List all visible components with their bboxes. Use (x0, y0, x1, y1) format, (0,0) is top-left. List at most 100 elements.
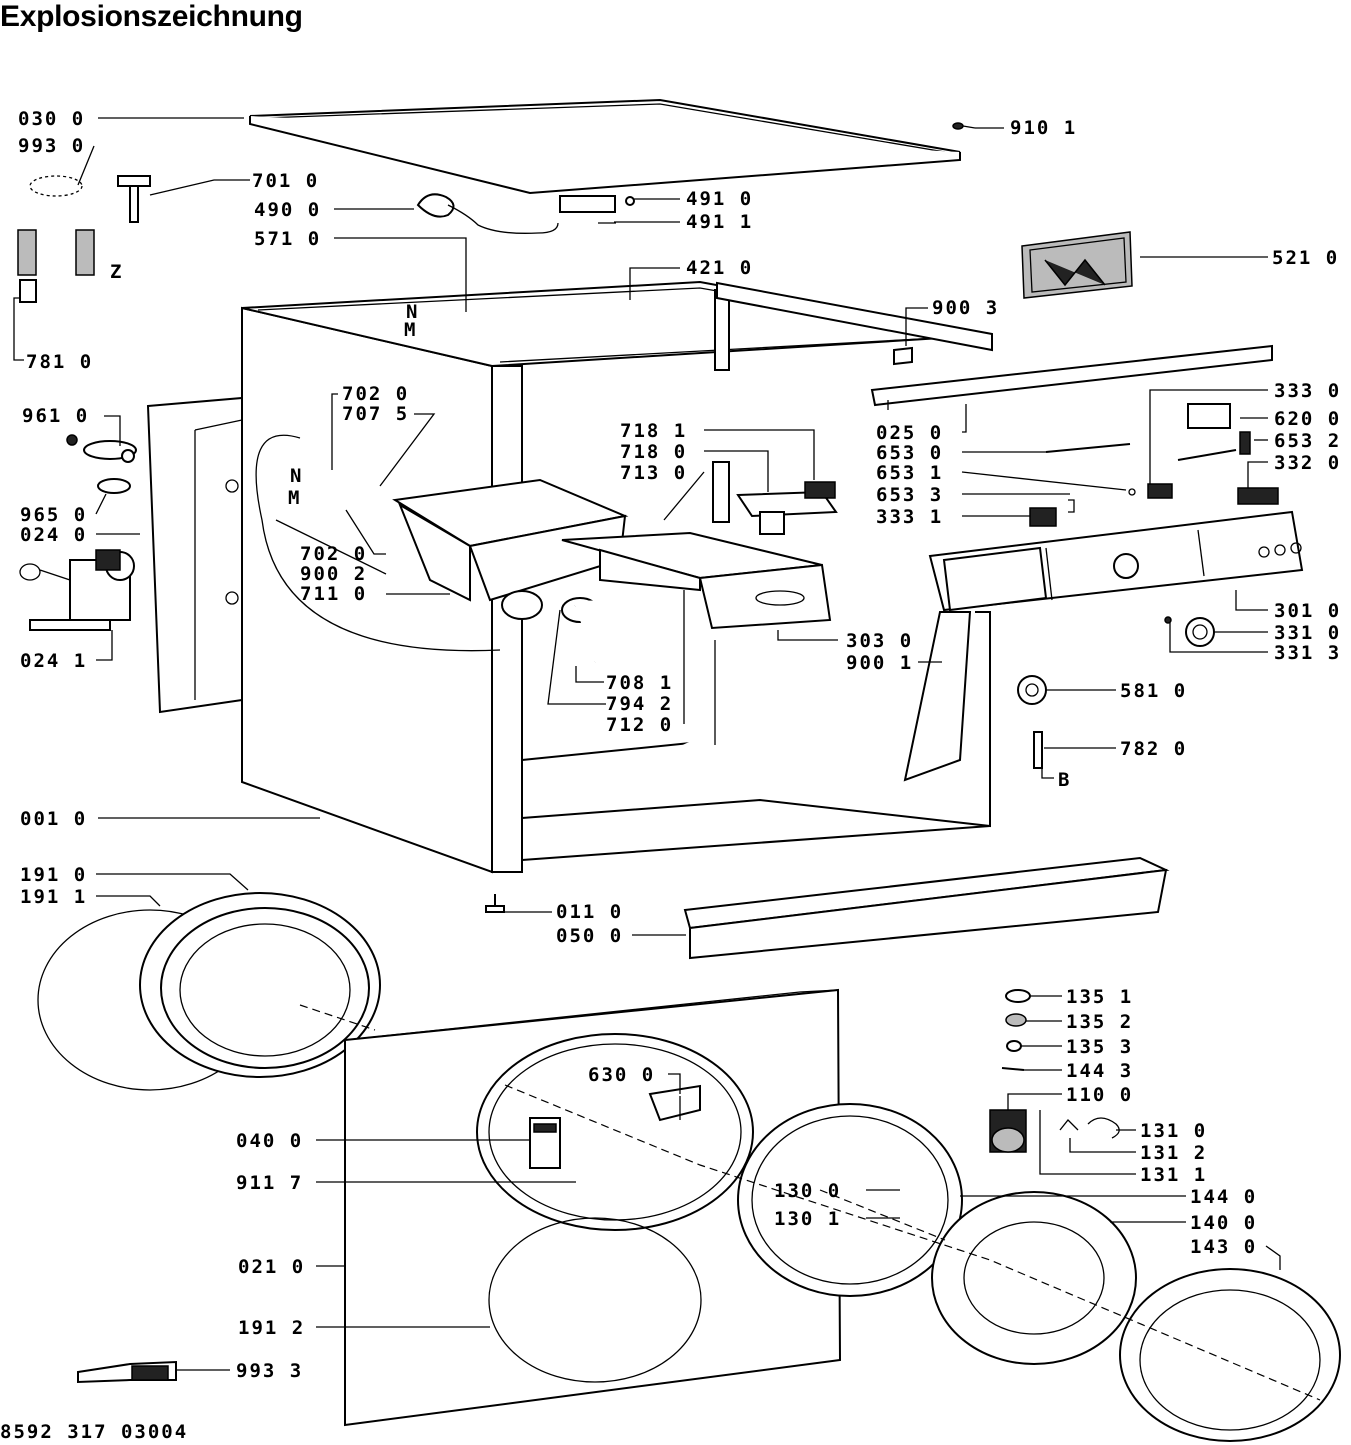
label-021-0: 021 0 (238, 1256, 305, 1278)
label-782-0: 782 0 (1120, 738, 1187, 760)
label-993-3: 993 3 (236, 1360, 303, 1382)
switch-part (1029, 499, 1075, 527)
label-630-0: 630 0 (588, 1064, 655, 1086)
label-491-1: 491 1 (686, 211, 753, 233)
marker-z: Z (110, 261, 123, 283)
label-050-0: 050 0 (556, 925, 623, 947)
label-961-0: 961 0 (22, 405, 89, 427)
door-frame-inner-part (737, 1103, 963, 1297)
door-glass-part (931, 1191, 1137, 1365)
label-143-0: 143 0 (1190, 1236, 1257, 1258)
selector-knob-part (1164, 616, 1215, 647)
adjustable-foot-part (485, 894, 505, 913)
label-708-1: 708 1 (606, 672, 673, 694)
marker-m-upper: M (404, 319, 417, 341)
rod-part (1033, 731, 1043, 769)
label-712-0: 712 0 (606, 714, 673, 736)
document-number: 8592 317 03004 (0, 1421, 188, 1443)
plinth-part (683, 856, 1170, 960)
label-653-1: 653 1 (876, 462, 943, 484)
label-011-0: 011 0 (556, 901, 623, 923)
control-panel-part (928, 510, 1304, 612)
label-030-0: 030 0 (18, 108, 85, 130)
control-board-part (1021, 231, 1133, 299)
door-seal-part (37, 892, 381, 1091)
label-131-0: 131 0 (1140, 1120, 1207, 1142)
label-713-0: 713 0 (620, 462, 687, 484)
label-024-0: 024 0 (20, 524, 87, 546)
drain-pump-part (19, 549, 135, 631)
wrench-part (77, 1360, 177, 1384)
label-135-2: 135 2 (1066, 1011, 1133, 1033)
button-part (1237, 487, 1279, 505)
label-331-0: 331 0 (1274, 622, 1341, 644)
label-040-0: 040 0 (236, 1130, 303, 1152)
label-135-3: 135 3 (1066, 1036, 1133, 1058)
label-900-1: 900 1 (846, 652, 913, 674)
pressure-switch-part (1017, 675, 1047, 705)
rear-panel-part (146, 396, 243, 714)
door-handle-part (989, 1109, 1027, 1153)
pump-seal-part (97, 478, 131, 494)
dispenser-hose-part (574, 600, 640, 665)
label-702-0-upper: 702 0 (342, 383, 409, 405)
cabinet-part (241, 280, 993, 874)
label-144-0: 144 0 (1190, 1186, 1257, 1208)
spring-part (1128, 483, 1173, 499)
label-025-0: 025 0 (876, 422, 943, 444)
label-701-0: 701 0 (252, 170, 319, 192)
marker-n-upper: N (406, 301, 419, 323)
label-332-0: 332 0 (1274, 452, 1341, 474)
label-303-0: 303 0 (846, 630, 913, 652)
program-switch-part (1177, 403, 1251, 461)
label-581-0: 581 0 (1120, 680, 1187, 702)
leader-lines (13, 117, 1281, 1371)
label-653-0: 653 0 (876, 442, 943, 464)
label-001-0: 001 0 (20, 808, 87, 830)
front-rail-part (870, 344, 1273, 410)
label-135-1: 135 1 (1066, 986, 1133, 1008)
label-301-0: 301 0 (1274, 600, 1341, 622)
label-910-1: 910 1 (1010, 117, 1077, 139)
detergent-drawer-part (561, 531, 832, 630)
label-993-0: 993 0 (18, 135, 85, 157)
label-130-1: 130 1 (774, 1208, 841, 1230)
lever-part (1045, 443, 1131, 453)
label-711-0: 711 0 (300, 583, 367, 605)
label-911-7: 911 7 (236, 1172, 303, 1194)
label-110-0: 110 0 (1066, 1084, 1133, 1106)
top-cover-part (249, 98, 961, 195)
label-144-3: 144 3 (1066, 1060, 1133, 1082)
clip-part (893, 346, 913, 366)
label-794-2: 794 2 (606, 693, 673, 715)
screw-part (952, 122, 976, 130)
label-331-3: 331 3 (1274, 642, 1341, 664)
label-131-2: 131 2 (1140, 1142, 1207, 1164)
front-panel-part (344, 988, 842, 1427)
label-140-0: 140 0 (1190, 1212, 1257, 1234)
washer-part (1006, 1040, 1022, 1052)
label-707-5: 707 5 (342, 403, 409, 425)
label-191-0: 191 0 (20, 864, 87, 886)
label-900-2: 900 2 (300, 563, 367, 585)
label-702-0-lower: 702 0 (300, 543, 367, 565)
label-333-1: 333 1 (876, 506, 943, 528)
small-screw-part (1001, 1067, 1025, 1071)
label-653-2: 653 2 (1274, 430, 1341, 452)
dispenser-cover-part (712, 461, 838, 535)
label-191-2: 191 2 (238, 1317, 305, 1339)
hinge-spring-part (1005, 1013, 1027, 1027)
door-catch-part (1059, 1117, 1120, 1139)
pump-filter-part (66, 434, 137, 463)
label-781-0: 781 0 (26, 351, 93, 373)
door-hinge-part (648, 1084, 701, 1122)
hose-part (17, 175, 95, 303)
label-965-0: 965 0 (20, 504, 87, 526)
label-191-1: 191 1 (20, 886, 87, 908)
label-900-3: 900 3 (932, 297, 999, 319)
door-lock-part (529, 1117, 561, 1169)
label-620-0: 620 0 (1274, 408, 1341, 430)
label-333-0: 333 0 (1274, 380, 1341, 402)
label-571-0: 571 0 (254, 228, 321, 250)
marker-b: B (1058, 769, 1071, 791)
